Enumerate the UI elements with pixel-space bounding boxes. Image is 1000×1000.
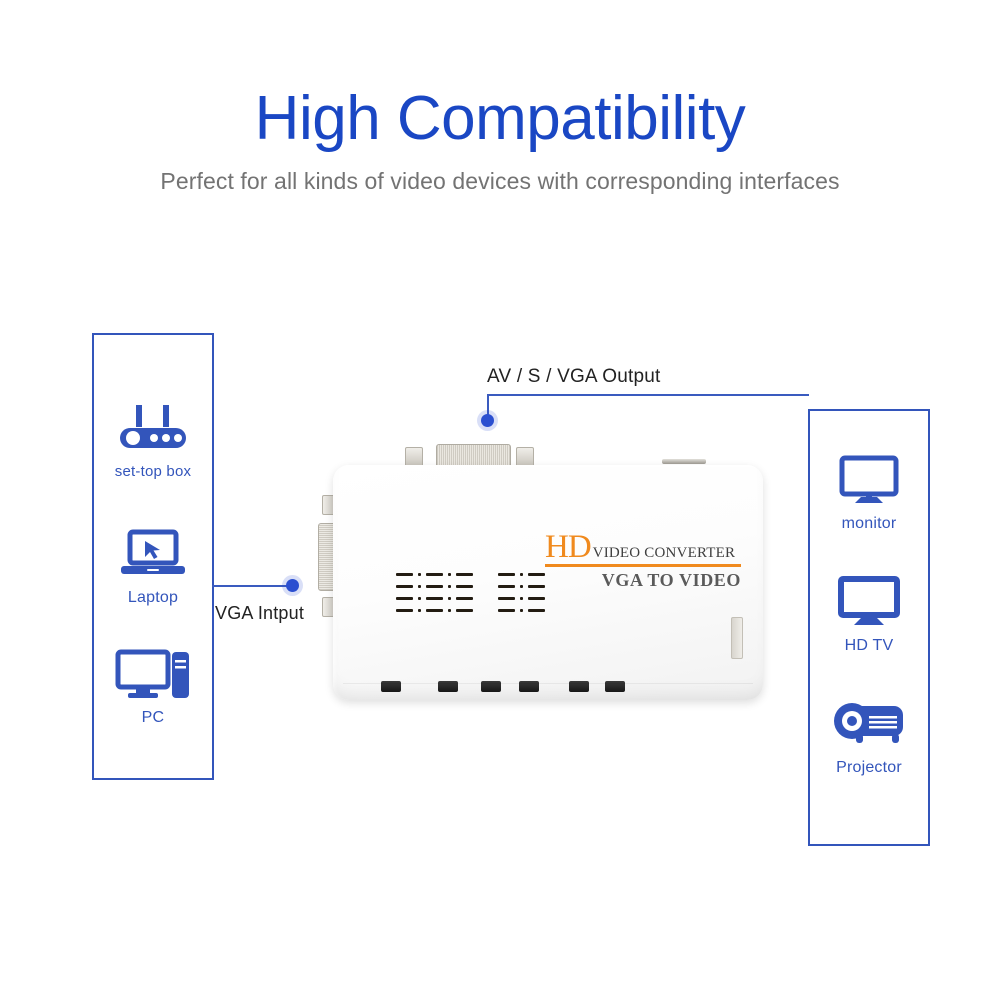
brand-hd-text: HD bbox=[545, 529, 592, 565]
page-subtitle: Perfect for all kinds of video devices w… bbox=[160, 168, 840, 194]
output-device-label: monitor bbox=[841, 515, 897, 532]
bottom-button bbox=[569, 681, 589, 692]
output-callout-dot bbox=[481, 414, 494, 427]
input-callout-label: VGA Intput bbox=[215, 603, 305, 623]
desktop-pc-icon bbox=[94, 643, 212, 705]
input-devices-panel: set-top box Laptop bbox=[92, 333, 214, 780]
hd-tv-icon bbox=[810, 571, 928, 633]
bottom-button bbox=[381, 681, 401, 692]
output-device-hd-tv: HD TV bbox=[810, 571, 928, 655]
output-devices-panel: monitor HD TV bbox=[808, 409, 930, 846]
brand-underline bbox=[545, 563, 741, 567]
input-callout-line bbox=[212, 585, 294, 587]
projector-icon bbox=[810, 693, 928, 755]
vent-group-right bbox=[498, 573, 550, 621]
page-title: High Compatibility bbox=[254, 84, 746, 153]
input-device-laptop: Laptop bbox=[94, 523, 212, 607]
input-device-label: PC bbox=[141, 709, 165, 726]
side-port bbox=[731, 617, 743, 659]
bottom-button bbox=[438, 681, 458, 692]
bottom-button bbox=[519, 681, 539, 692]
output-device-monitor: monitor bbox=[810, 449, 928, 533]
monitor-icon bbox=[810, 449, 928, 511]
output-callout-horizontal-line bbox=[487, 394, 809, 396]
device-branding: HD VIDEO CONVERTER VGA TO VIDEO bbox=[545, 529, 741, 591]
input-device-label: set-top box bbox=[114, 463, 192, 480]
top-edge-strip bbox=[662, 459, 706, 464]
bottom-button bbox=[605, 681, 625, 692]
input-device-pc: PC bbox=[94, 643, 212, 727]
product-device: HD VIDEO CONVERTER VGA TO VIDEO bbox=[300, 425, 790, 730]
input-callout-dot bbox=[286, 579, 299, 592]
laptop-icon bbox=[94, 523, 212, 585]
input-device-set-top-box: set-top box bbox=[94, 397, 212, 480]
bottom-button bbox=[481, 681, 501, 692]
output-callout-vertical-line bbox=[487, 394, 489, 420]
set-top-box-icon bbox=[94, 397, 212, 459]
device-body: HD VIDEO CONVERTER VGA TO VIDEO bbox=[333, 465, 763, 700]
output-device-projector: Projector bbox=[810, 693, 928, 777]
output-device-label: HD TV bbox=[844, 637, 894, 654]
output-device-label: Projector bbox=[836, 759, 902, 776]
brand-converter-text: VIDEO CONVERTER bbox=[592, 545, 736, 561]
vent-group-left bbox=[396, 573, 478, 621]
output-callout-label: AV / S / VGA Output bbox=[487, 366, 661, 387]
brand-subtitle-text: VGA TO VIDEO bbox=[601, 569, 741, 590]
input-device-label: Laptop bbox=[127, 589, 179, 606]
